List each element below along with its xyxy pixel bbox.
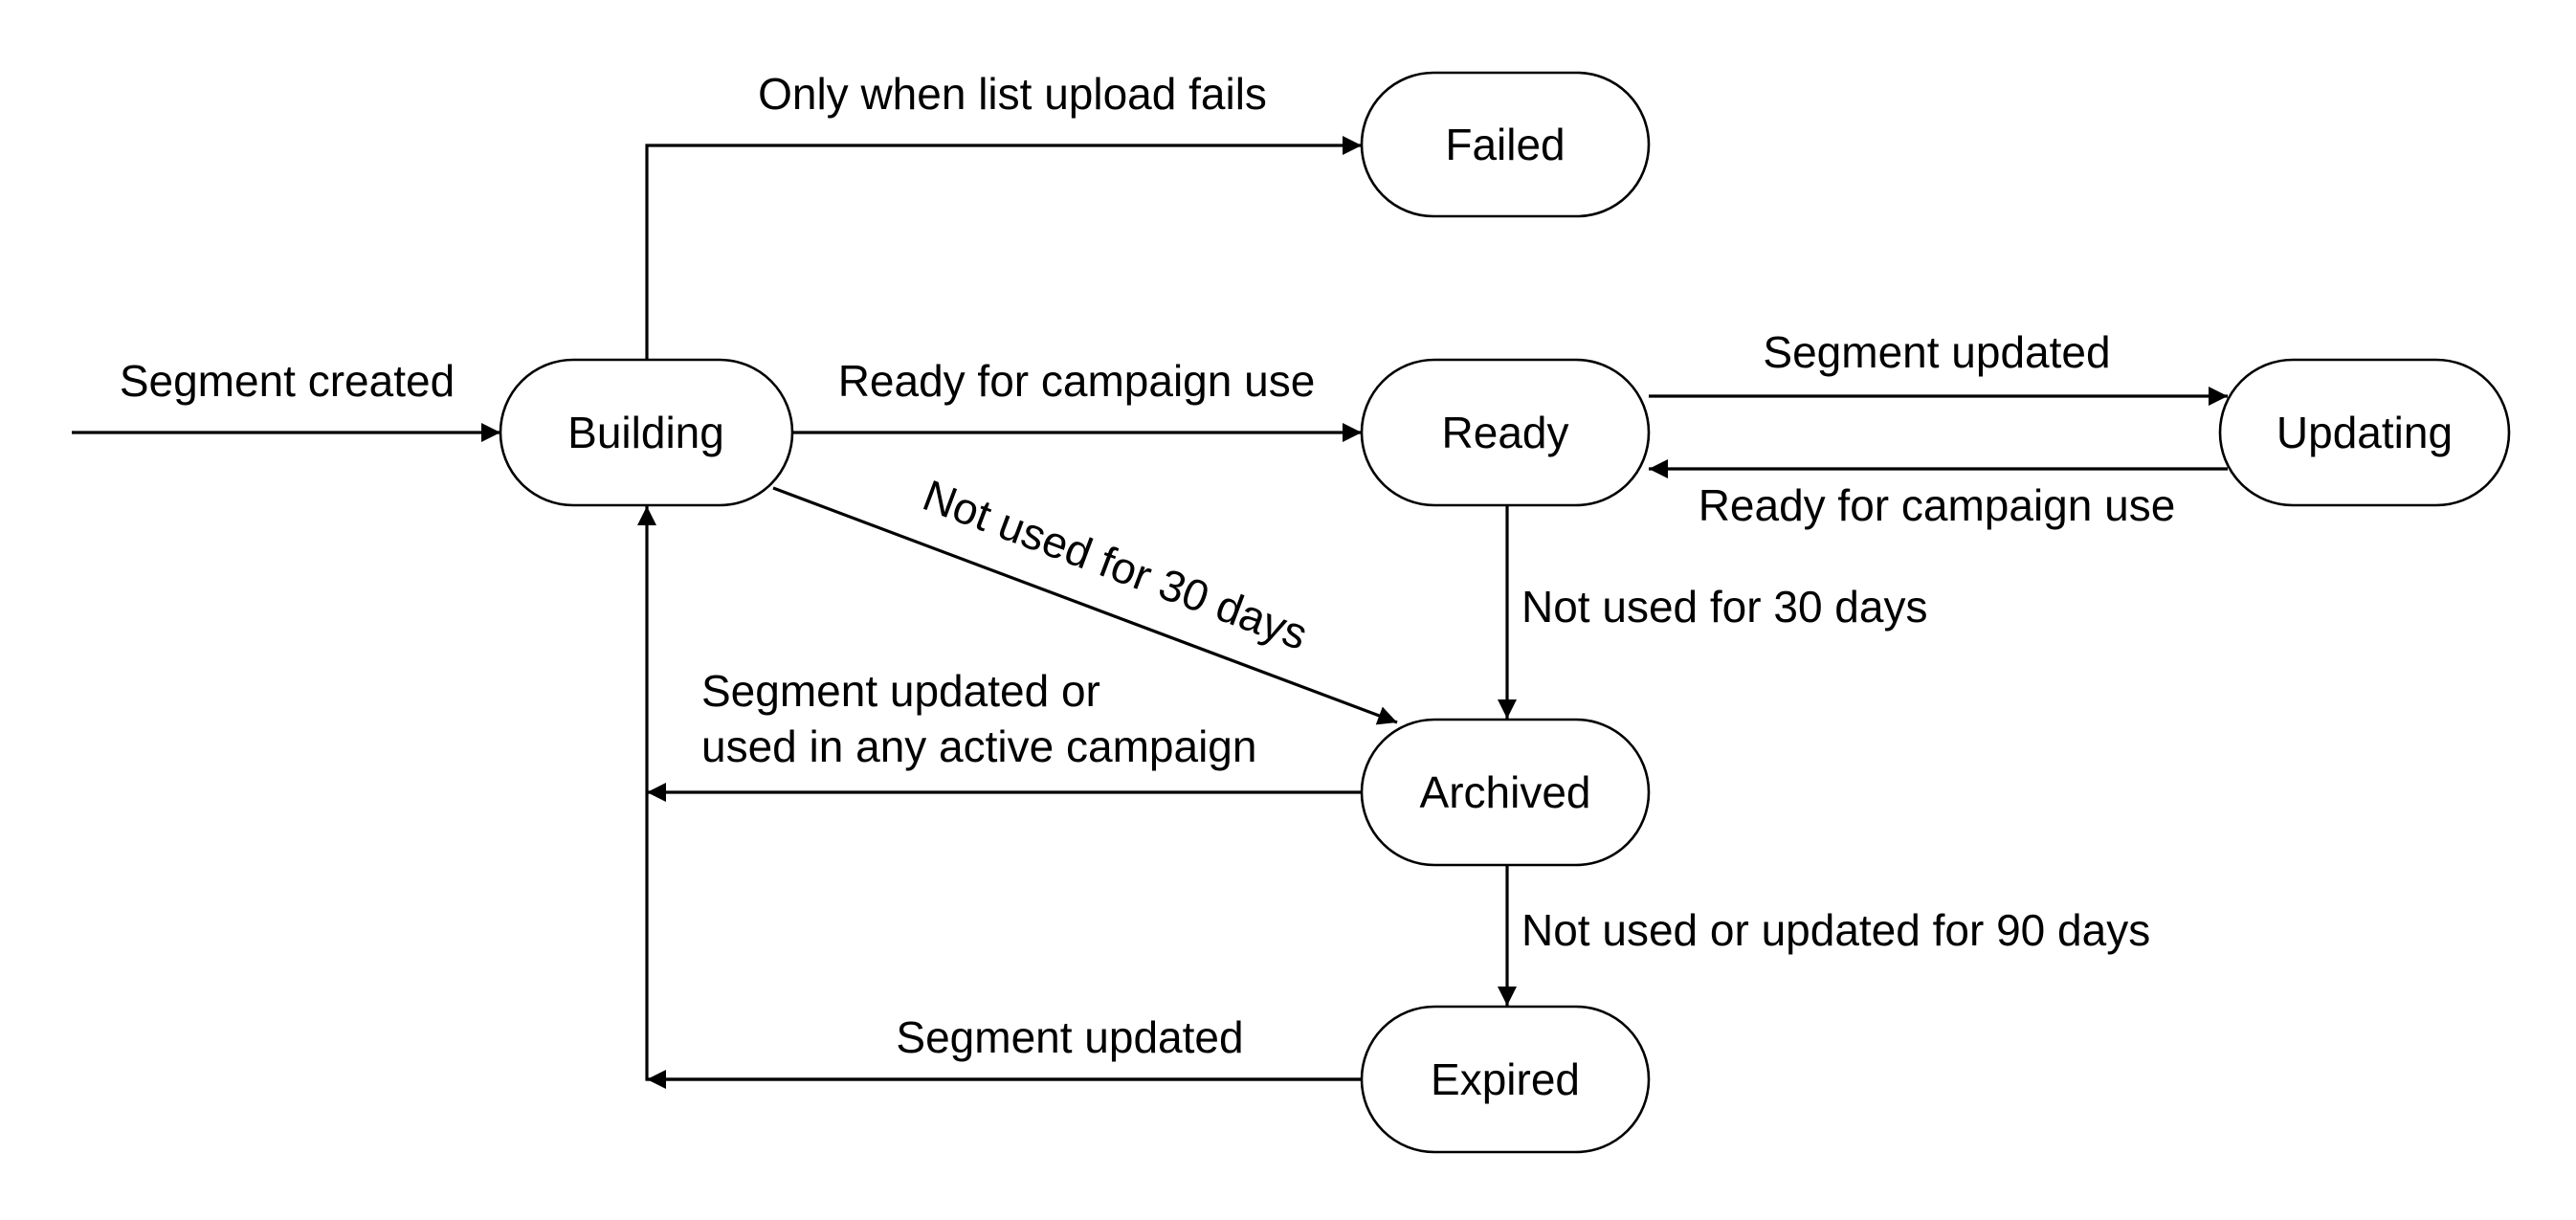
state-updating: Updating xyxy=(2218,358,2511,507)
state-label-archived: Archived xyxy=(1420,767,1591,817)
edge-label-ready-to-updating: Segment updated xyxy=(1763,327,2110,377)
state-shape xyxy=(1360,718,1651,867)
edge-label-archived-to-building: Segment updated or xyxy=(701,666,1100,716)
state-expired: Expired xyxy=(1360,1005,1651,1154)
edge-segment-created: Segment created xyxy=(72,356,500,442)
edge-label-building-to-ready: Ready for campaign use xyxy=(838,356,1316,406)
edge-label-segment-created: Segment created xyxy=(120,356,455,406)
edge-line xyxy=(772,486,1398,725)
edge-building-to-ready: Ready for campaign use xyxy=(792,356,1362,442)
state-label-failed: Failed xyxy=(1445,120,1565,169)
edge-label-expired-to-building: Segment updated xyxy=(896,1012,1243,1062)
edge-archived-to-building: Segment updated or used in any active ca… xyxy=(647,666,1362,802)
edge-label-archived-to-expired: Not used or updated for 90 days xyxy=(1521,905,2150,955)
edge-label-ready-to-archived: Not used for 30 days xyxy=(1521,582,1927,632)
state-shape xyxy=(1360,1005,1651,1154)
edge-building-to-failed: Only when list upload fails xyxy=(645,69,1362,360)
edge-ready-to-updating: Segment updated xyxy=(1649,327,2228,406)
state-building: Building xyxy=(499,358,794,507)
state-shape xyxy=(1360,358,1651,507)
edge-line xyxy=(645,136,1362,360)
state-failed: Failed xyxy=(1360,71,1651,218)
edge-label-building-to-failed: Only when list upload fails xyxy=(758,69,1267,119)
state-label-ready: Ready xyxy=(1442,408,1569,457)
edge-label-archived-to-building: used in any active campaign xyxy=(701,721,1256,771)
state-label-updating: Updating xyxy=(2276,408,2453,457)
edge-expired-to-building: Segment updated xyxy=(637,506,1362,1089)
state-label-building: Building xyxy=(567,408,724,457)
edge-archived-to-expired: Not used or updated for 90 days xyxy=(1498,865,2150,1006)
state-shape xyxy=(1360,71,1651,218)
state-shape xyxy=(2218,358,2511,507)
edge-ready-to-archived: Not used for 30 days xyxy=(1498,506,1927,719)
state-shape xyxy=(499,358,794,507)
state-archived: Archived xyxy=(1360,718,1651,867)
state-ready: Ready xyxy=(1360,358,1651,507)
state-label-expired: Expired xyxy=(1431,1054,1580,1104)
edge-label-updating-to-ready: Ready for campaign use xyxy=(1699,480,2176,530)
edge-updating-to-ready: Ready for campaign use xyxy=(1649,459,2228,530)
